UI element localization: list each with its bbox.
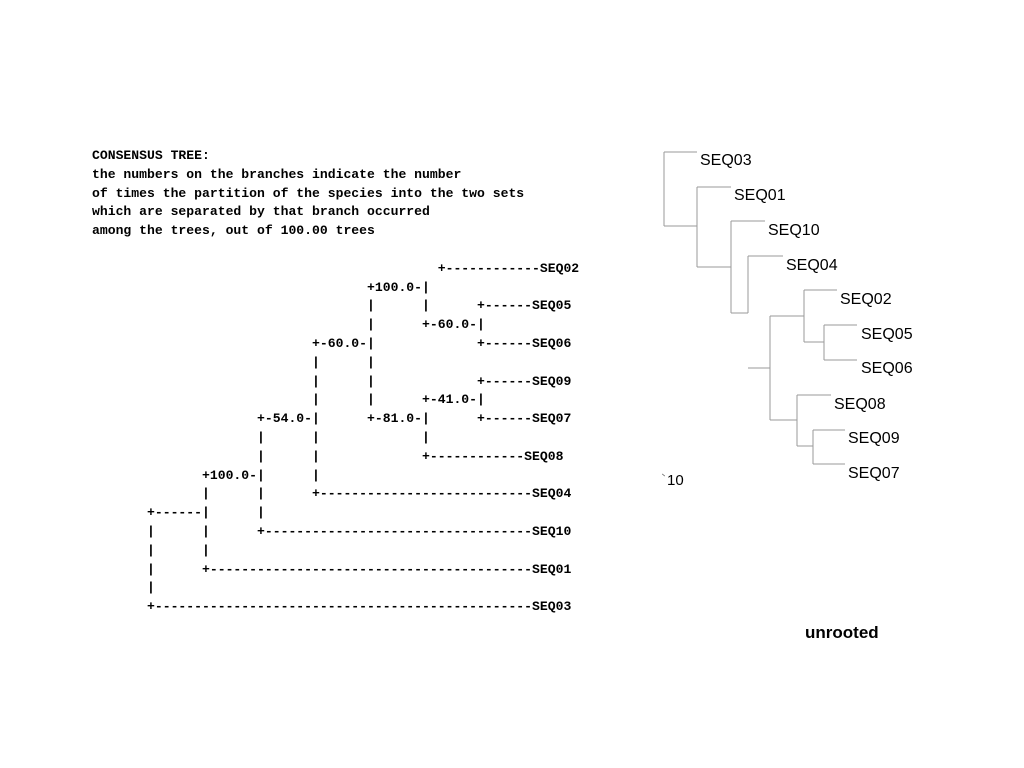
leaf-label-seq05: SEQ05 bbox=[861, 326, 913, 343]
leaf-label-seq10: SEQ10 bbox=[768, 222, 820, 239]
tree-branches bbox=[661, 151, 857, 477]
leaf-label-seq02: SEQ02 bbox=[840, 291, 892, 308]
leaf-label-seq03: SEQ03 bbox=[700, 152, 752, 169]
leaf-label-seq08: SEQ08 bbox=[834, 396, 886, 413]
scale-bar-tick bbox=[661, 473, 666, 477]
consensus-tree-text: CONSENSUS TREE: the numbers on the branc… bbox=[92, 148, 580, 615]
tree-type-label: unrooted bbox=[805, 623, 879, 642]
leaf-label-seq07: SEQ07 bbox=[848, 465, 900, 482]
scale-bar-label: 10 bbox=[667, 472, 684, 489]
leaf-label-seq01: SEQ01 bbox=[734, 187, 786, 204]
leaf-labels: SEQ03 SEQ01 SEQ10 SEQ04 SEQ02 SEQ05 SEQ0… bbox=[700, 152, 913, 482]
leaf-label-seq04: SEQ04 bbox=[786, 257, 838, 274]
leaf-label-seq06: SEQ06 bbox=[861, 360, 913, 377]
leaf-label-seq09: SEQ09 bbox=[848, 430, 900, 447]
